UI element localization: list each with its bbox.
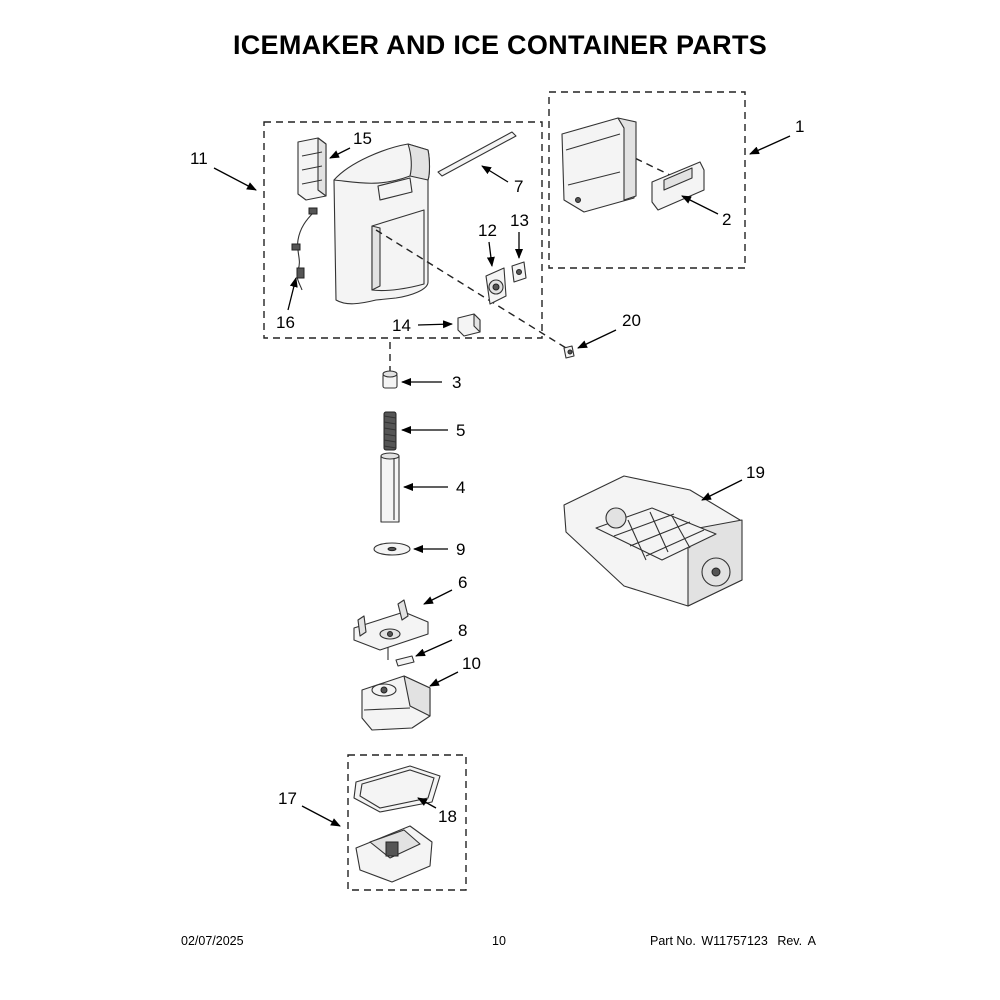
group-box-1 <box>548 91 746 269</box>
part-13-switch <box>511 261 527 283</box>
callout-label-1: 1 <box>795 117 804 136</box>
callout-label-19: 19 <box>746 463 765 482</box>
group-box-17 <box>347 754 467 891</box>
part-14-block <box>457 313 481 337</box>
callout-2: 2 <box>681 195 731 229</box>
callout-19: 19 <box>701 463 765 501</box>
part-6-bracket <box>353 599 429 651</box>
callout-label-10: 10 <box>462 654 481 673</box>
callout-label-6: 6 <box>458 573 467 592</box>
callout-label-9: 9 <box>456 540 465 559</box>
callout-label-13: 13 <box>510 211 529 230</box>
callout-7: 7 <box>481 165 523 196</box>
callout-label-16: 16 <box>276 313 295 332</box>
footer-part-label: Part No. <box>650 934 696 948</box>
callout-label-11: 11 <box>190 149 208 168</box>
part-11-housing <box>333 143 431 305</box>
part-2-bracket <box>651 161 705 211</box>
group-box-11 <box>263 121 543 339</box>
callout-18: 18 <box>417 797 457 826</box>
callout-12: 12 <box>478 221 497 267</box>
callout-label-5: 5 <box>456 421 465 440</box>
callout-9: 9 <box>413 540 465 559</box>
callout-16: 16 <box>276 277 298 332</box>
part-9-washer <box>373 542 411 556</box>
callout-6: 6 <box>423 573 467 605</box>
part-15-bracket <box>297 137 327 201</box>
callout-13: 13 <box>510 211 529 259</box>
callout-15: 15 <box>329 129 372 159</box>
part-18-gasket <box>353 765 441 813</box>
footer-part-number: W11757123 <box>701 934 768 948</box>
part-5-spring <box>383 411 397 451</box>
callout-label-4: 4 <box>456 478 465 497</box>
part-16-wire-harness <box>291 207 318 291</box>
part-17-base <box>355 825 433 883</box>
callout-5: 5 <box>401 421 465 440</box>
callout-label-2: 2 <box>722 210 731 229</box>
callout-label-14: 14 <box>392 316 411 335</box>
part-10-motor <box>361 675 431 731</box>
callout-label-3: 3 <box>452 373 461 392</box>
callout-label-8: 8 <box>458 621 467 640</box>
page-title: ICEMAKER AND ICE CONTAINER PARTS <box>232 30 768 60</box>
callout-label-7: 7 <box>514 177 523 196</box>
callout-20: 20 <box>577 311 641 349</box>
callout-label-17: 17 <box>278 789 297 808</box>
callout-17: 17 <box>278 789 341 827</box>
callout-1: 1 <box>749 117 804 155</box>
callout-10: 10 <box>429 654 481 687</box>
assembly-line-11 <box>375 229 567 349</box>
part-3-coupler <box>382 370 398 389</box>
callout-label-20: 20 <box>622 311 641 330</box>
footer-part-info: Part No. W11757123 Rev. A <box>650 934 816 948</box>
callout-11: 11 <box>190 149 257 191</box>
footer-rev-label: Rev. <box>777 934 803 948</box>
part-7-rod <box>437 131 517 177</box>
callout-8: 8 <box>415 621 467 657</box>
footer-rev: A <box>807 934 816 948</box>
footer-page-number: 10 <box>492 934 506 948</box>
callout-label-15: 15 <box>353 129 372 148</box>
callout-14: 14 <box>392 316 453 335</box>
footer-date: 02/07/2025 <box>181 934 244 948</box>
part-4-tube <box>380 452 400 523</box>
callout-label-12: 12 <box>478 221 497 240</box>
callout-3: 3 <box>401 373 461 392</box>
part-8-pad <box>395 655 415 667</box>
part-19-icemaker <box>563 475 743 607</box>
callout-4: 4 <box>403 478 465 497</box>
part-20-screw <box>563 345 575 359</box>
part-1-bucket <box>561 117 637 213</box>
assembly-line-1 <box>613 147 673 177</box>
callout-label-18: 18 <box>438 807 457 826</box>
part-12-cover <box>485 267 507 305</box>
